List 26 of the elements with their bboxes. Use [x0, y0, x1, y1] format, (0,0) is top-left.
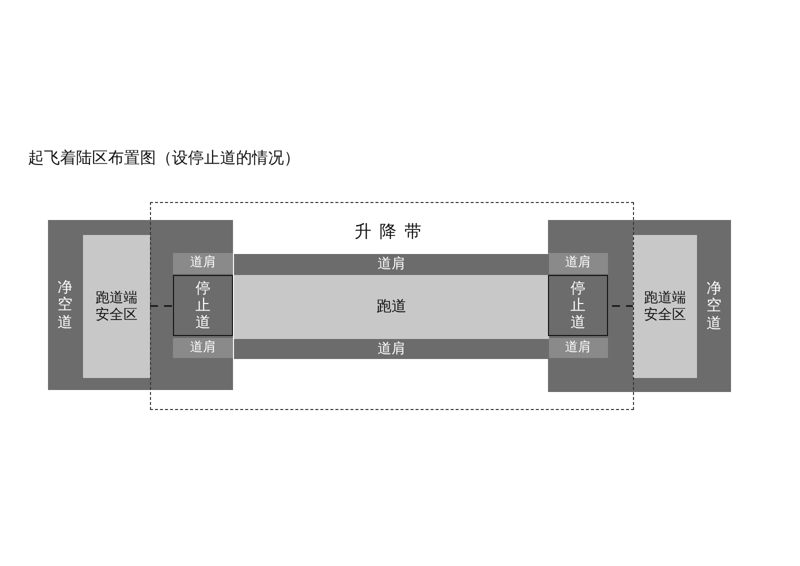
safety-area — [83, 235, 150, 378]
shoulder-band — [173, 338, 233, 358]
zone-label: 道肩 — [565, 340, 591, 356]
runway-strip-outline — [150, 202, 634, 410]
zone-label: 道肩 — [190, 340, 216, 356]
zone-label: 道肩 — [190, 256, 216, 271]
shoulder-band — [173, 253, 233, 274]
runway-band — [234, 275, 549, 339]
shoulder-band — [548, 338, 608, 358]
shoulder-band — [234, 254, 549, 275]
shoulder-band — [548, 253, 608, 274]
safety-area — [633, 235, 697, 378]
zone-label: 停止道 — [195, 280, 211, 332]
diagram-title: 起飞着陆区布置图（设停止道的情况） — [28, 148, 300, 169]
zone-label: 升降带 — [354, 223, 430, 243]
zone-label: 停止道 — [570, 280, 586, 332]
zone-label: 净空道 — [57, 279, 73, 331]
zone-label: 跑道端安全区 — [94, 290, 138, 323]
zone-label: 道肩 — [378, 256, 406, 273]
stopway-box — [548, 275, 608, 336]
zone-label: 道肩 — [378, 340, 406, 358]
stopway-box — [173, 275, 233, 336]
shoulder-band — [234, 339, 549, 359]
zone-label: 净空道 — [706, 280, 722, 332]
zone-label: 跑道端安全区 — [642, 290, 687, 323]
zone-label: 道肩 — [565, 256, 591, 271]
